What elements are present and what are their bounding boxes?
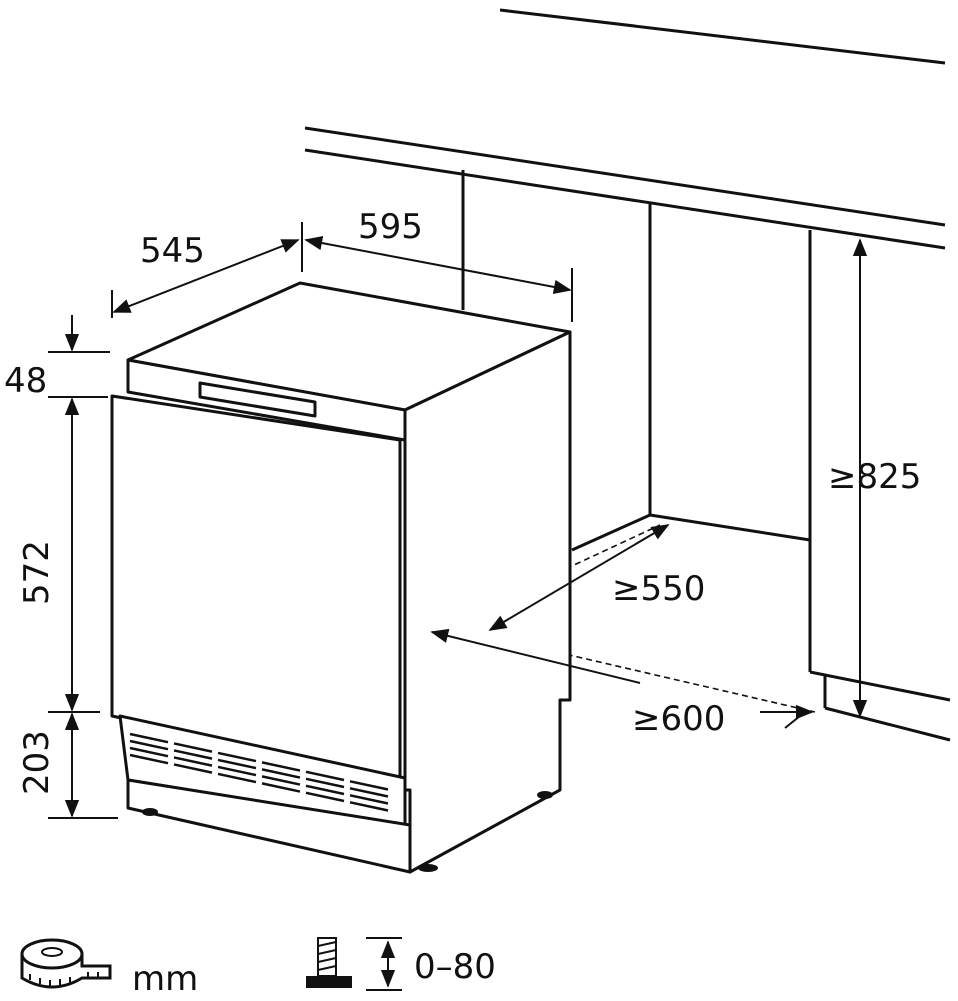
vent-slat	[217, 765, 257, 777]
vent-slat	[217, 772, 257, 784]
width-label: 595	[358, 207, 423, 247]
dimension-lines	[48, 222, 868, 819]
niche-width-label: ≥600	[632, 699, 725, 739]
vent-slat	[129, 732, 169, 744]
vent-slat	[129, 746, 169, 758]
vent-slat	[305, 791, 345, 803]
vent-slat	[261, 775, 301, 786]
top-height-label: 48	[4, 361, 47, 401]
kitchen-cabinets	[304, 8, 951, 742]
vent-slat	[217, 758, 257, 770]
unit-label: mm	[132, 959, 198, 999]
vent-slat	[305, 770, 345, 782]
vent-slat	[349, 780, 389, 791]
vent-slat	[305, 777, 345, 789]
vent-slat	[349, 801, 389, 812]
door-height-label: 572	[17, 540, 57, 605]
ventilation-grille	[129, 732, 389, 812]
plinth-height-label: 203	[17, 730, 57, 795]
adjustable-foot-icon	[306, 937, 402, 991]
foot-range-label: 0–80	[414, 947, 496, 987]
tape-measure-icon	[20, 938, 112, 989]
vent-slat	[173, 763, 213, 774]
vent-slat	[173, 749, 213, 760]
vent-slat	[129, 753, 169, 765]
vent-slat	[261, 768, 301, 779]
vent-slat	[173, 742, 213, 753]
depth-label: 545	[140, 231, 205, 271]
niche-height-label: ≥825	[828, 457, 921, 497]
door-handle	[198, 381, 317, 418]
vent-slat	[129, 739, 169, 751]
vent-slat	[349, 787, 389, 798]
vent-slat	[261, 782, 301, 793]
vent-slat	[261, 761, 301, 772]
appliance	[110, 281, 572, 874]
vent-slat	[217, 751, 257, 763]
vent-slat	[305, 784, 345, 796]
vent-slat	[349, 794, 389, 805]
niche-depth-label: ≥550	[612, 569, 705, 609]
vent-slat	[173, 756, 213, 767]
